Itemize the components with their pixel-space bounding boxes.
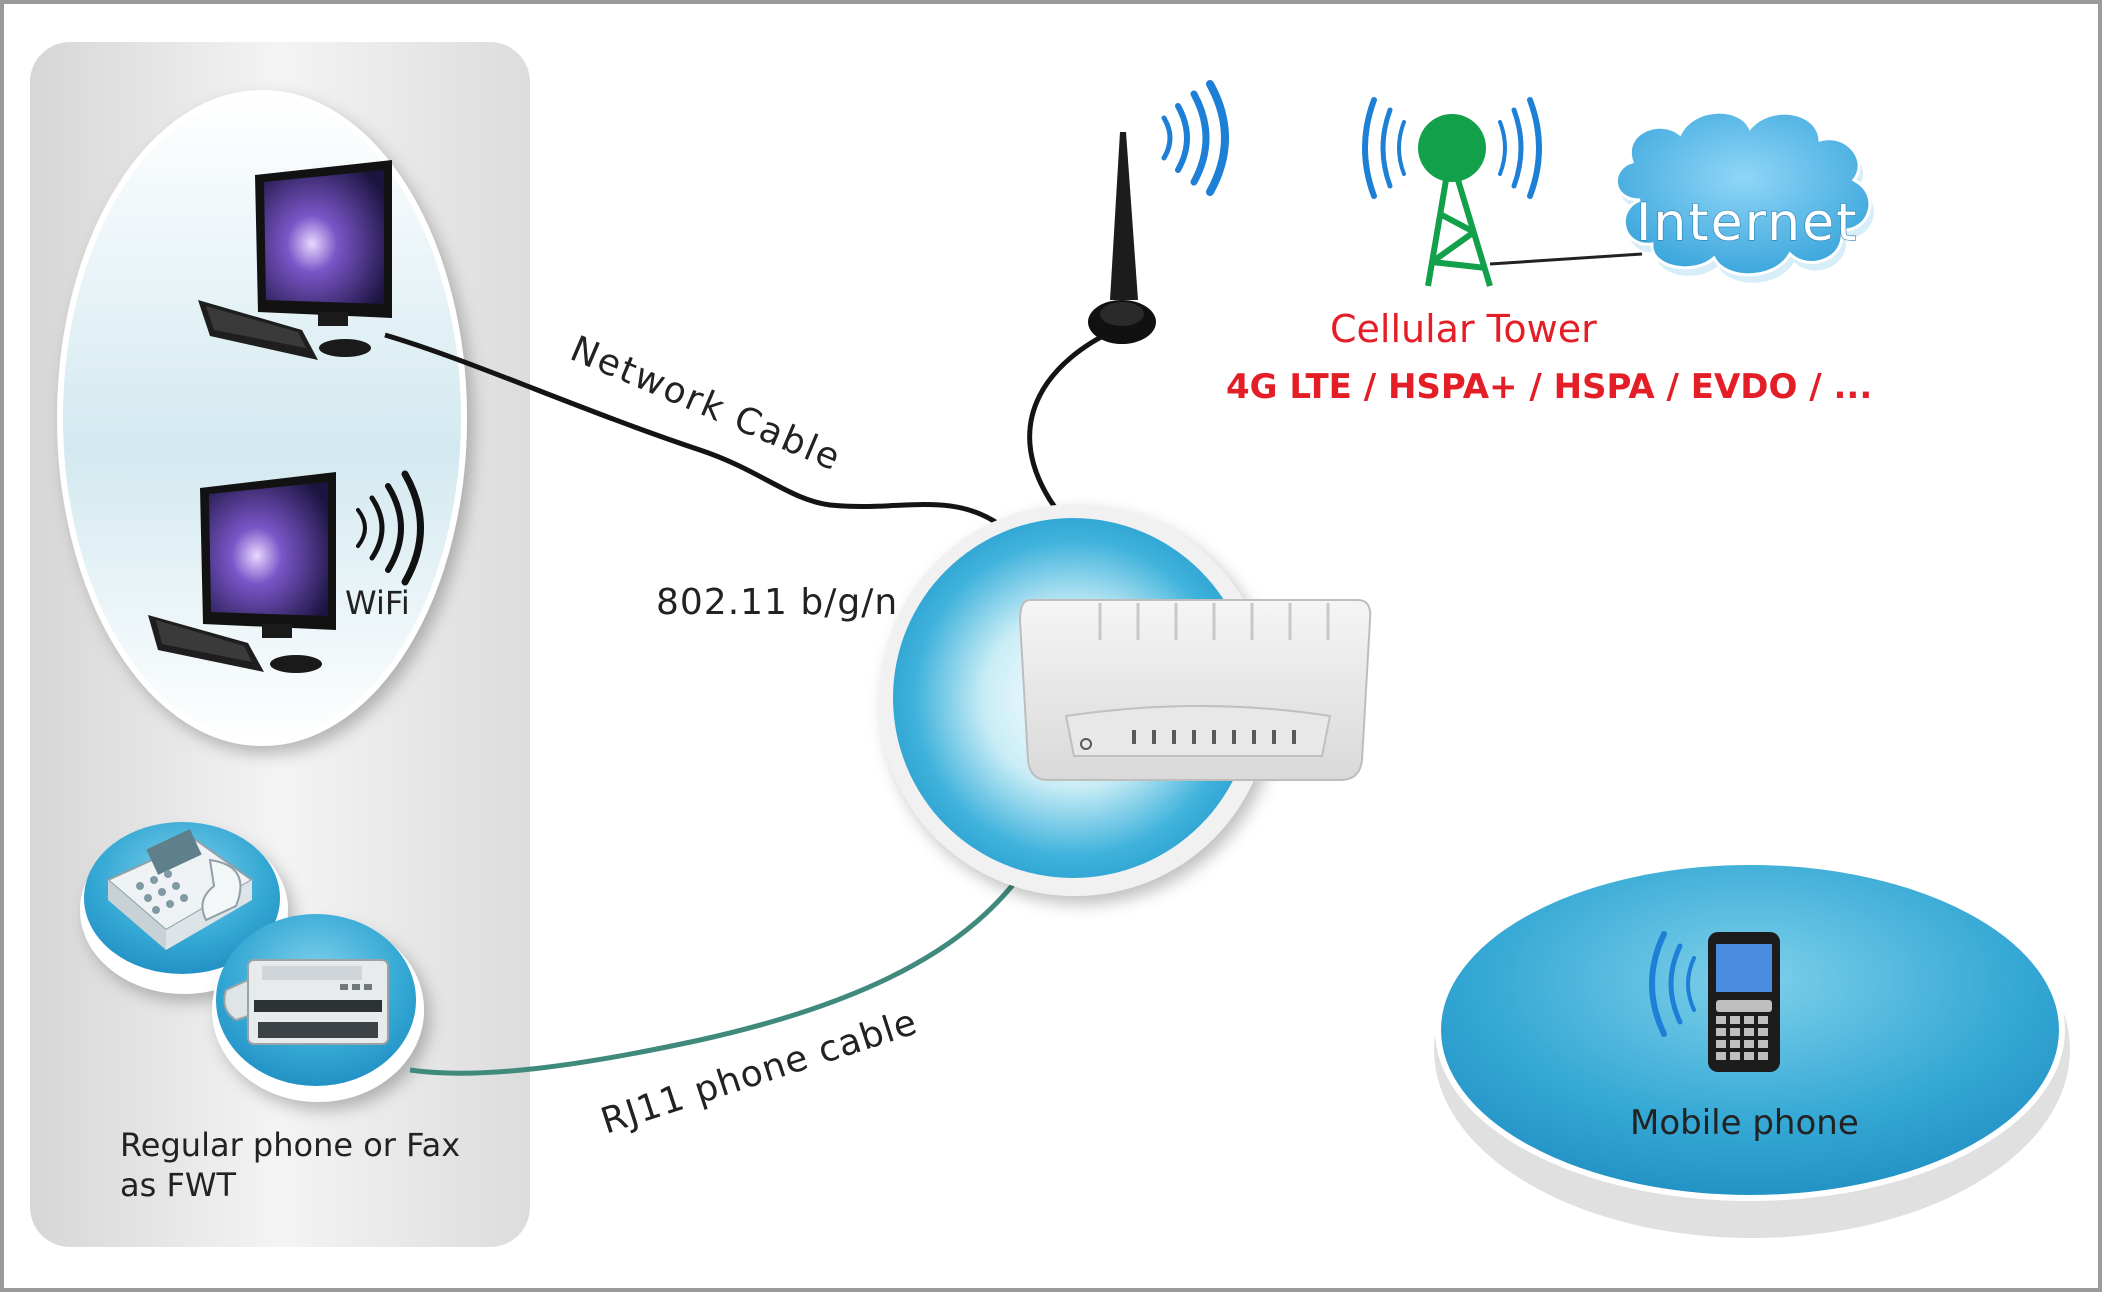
mobile-phone-icon (1708, 932, 1780, 1072)
antenna-signal-waves-icon (1161, 80, 1229, 196)
fax-disc (212, 914, 424, 1102)
internet-cloud-icon (1615, 110, 1874, 283)
antenna-icon (1088, 132, 1156, 344)
internet-label: Internet (1636, 193, 1858, 253)
tower-internet-link (1489, 252, 1643, 266)
cellular-tower-label: Cellular Tower (1330, 307, 1597, 351)
phone-fax-label-line2: as FWT (120, 1166, 237, 1204)
network-standards-label: 4G LTE / HSPA+ / HSPA / EVDO / ... (1226, 367, 1872, 407)
desktop-computer-wired-icon (198, 160, 392, 360)
mobile-phone-label: Mobile phone (1630, 1103, 1859, 1143)
wifi-waves-icon (356, 470, 424, 586)
cellular-tower-icon (1418, 114, 1493, 287)
fax-machine-icon (223, 959, 389, 1045)
router-device-icon (1018, 599, 1372, 781)
phone-disc (80, 822, 288, 994)
desktop-computer-wifi-icon (148, 472, 336, 673)
wifi-label: WiFi (345, 584, 410, 622)
tower-left-signal-waves-icon (1362, 97, 1406, 199)
rj11-phone-cable (409, 779, 1067, 1076)
mobile-signal-waves-icon (1649, 931, 1696, 1037)
wifi-standard-label: 802.11 b/g/n (656, 582, 898, 623)
telephone-icon (106, 829, 254, 950)
phone-fax-label-line1: Regular phone or Fax (120, 1126, 460, 1164)
tower-right-signal-waves-icon (1498, 97, 1542, 199)
